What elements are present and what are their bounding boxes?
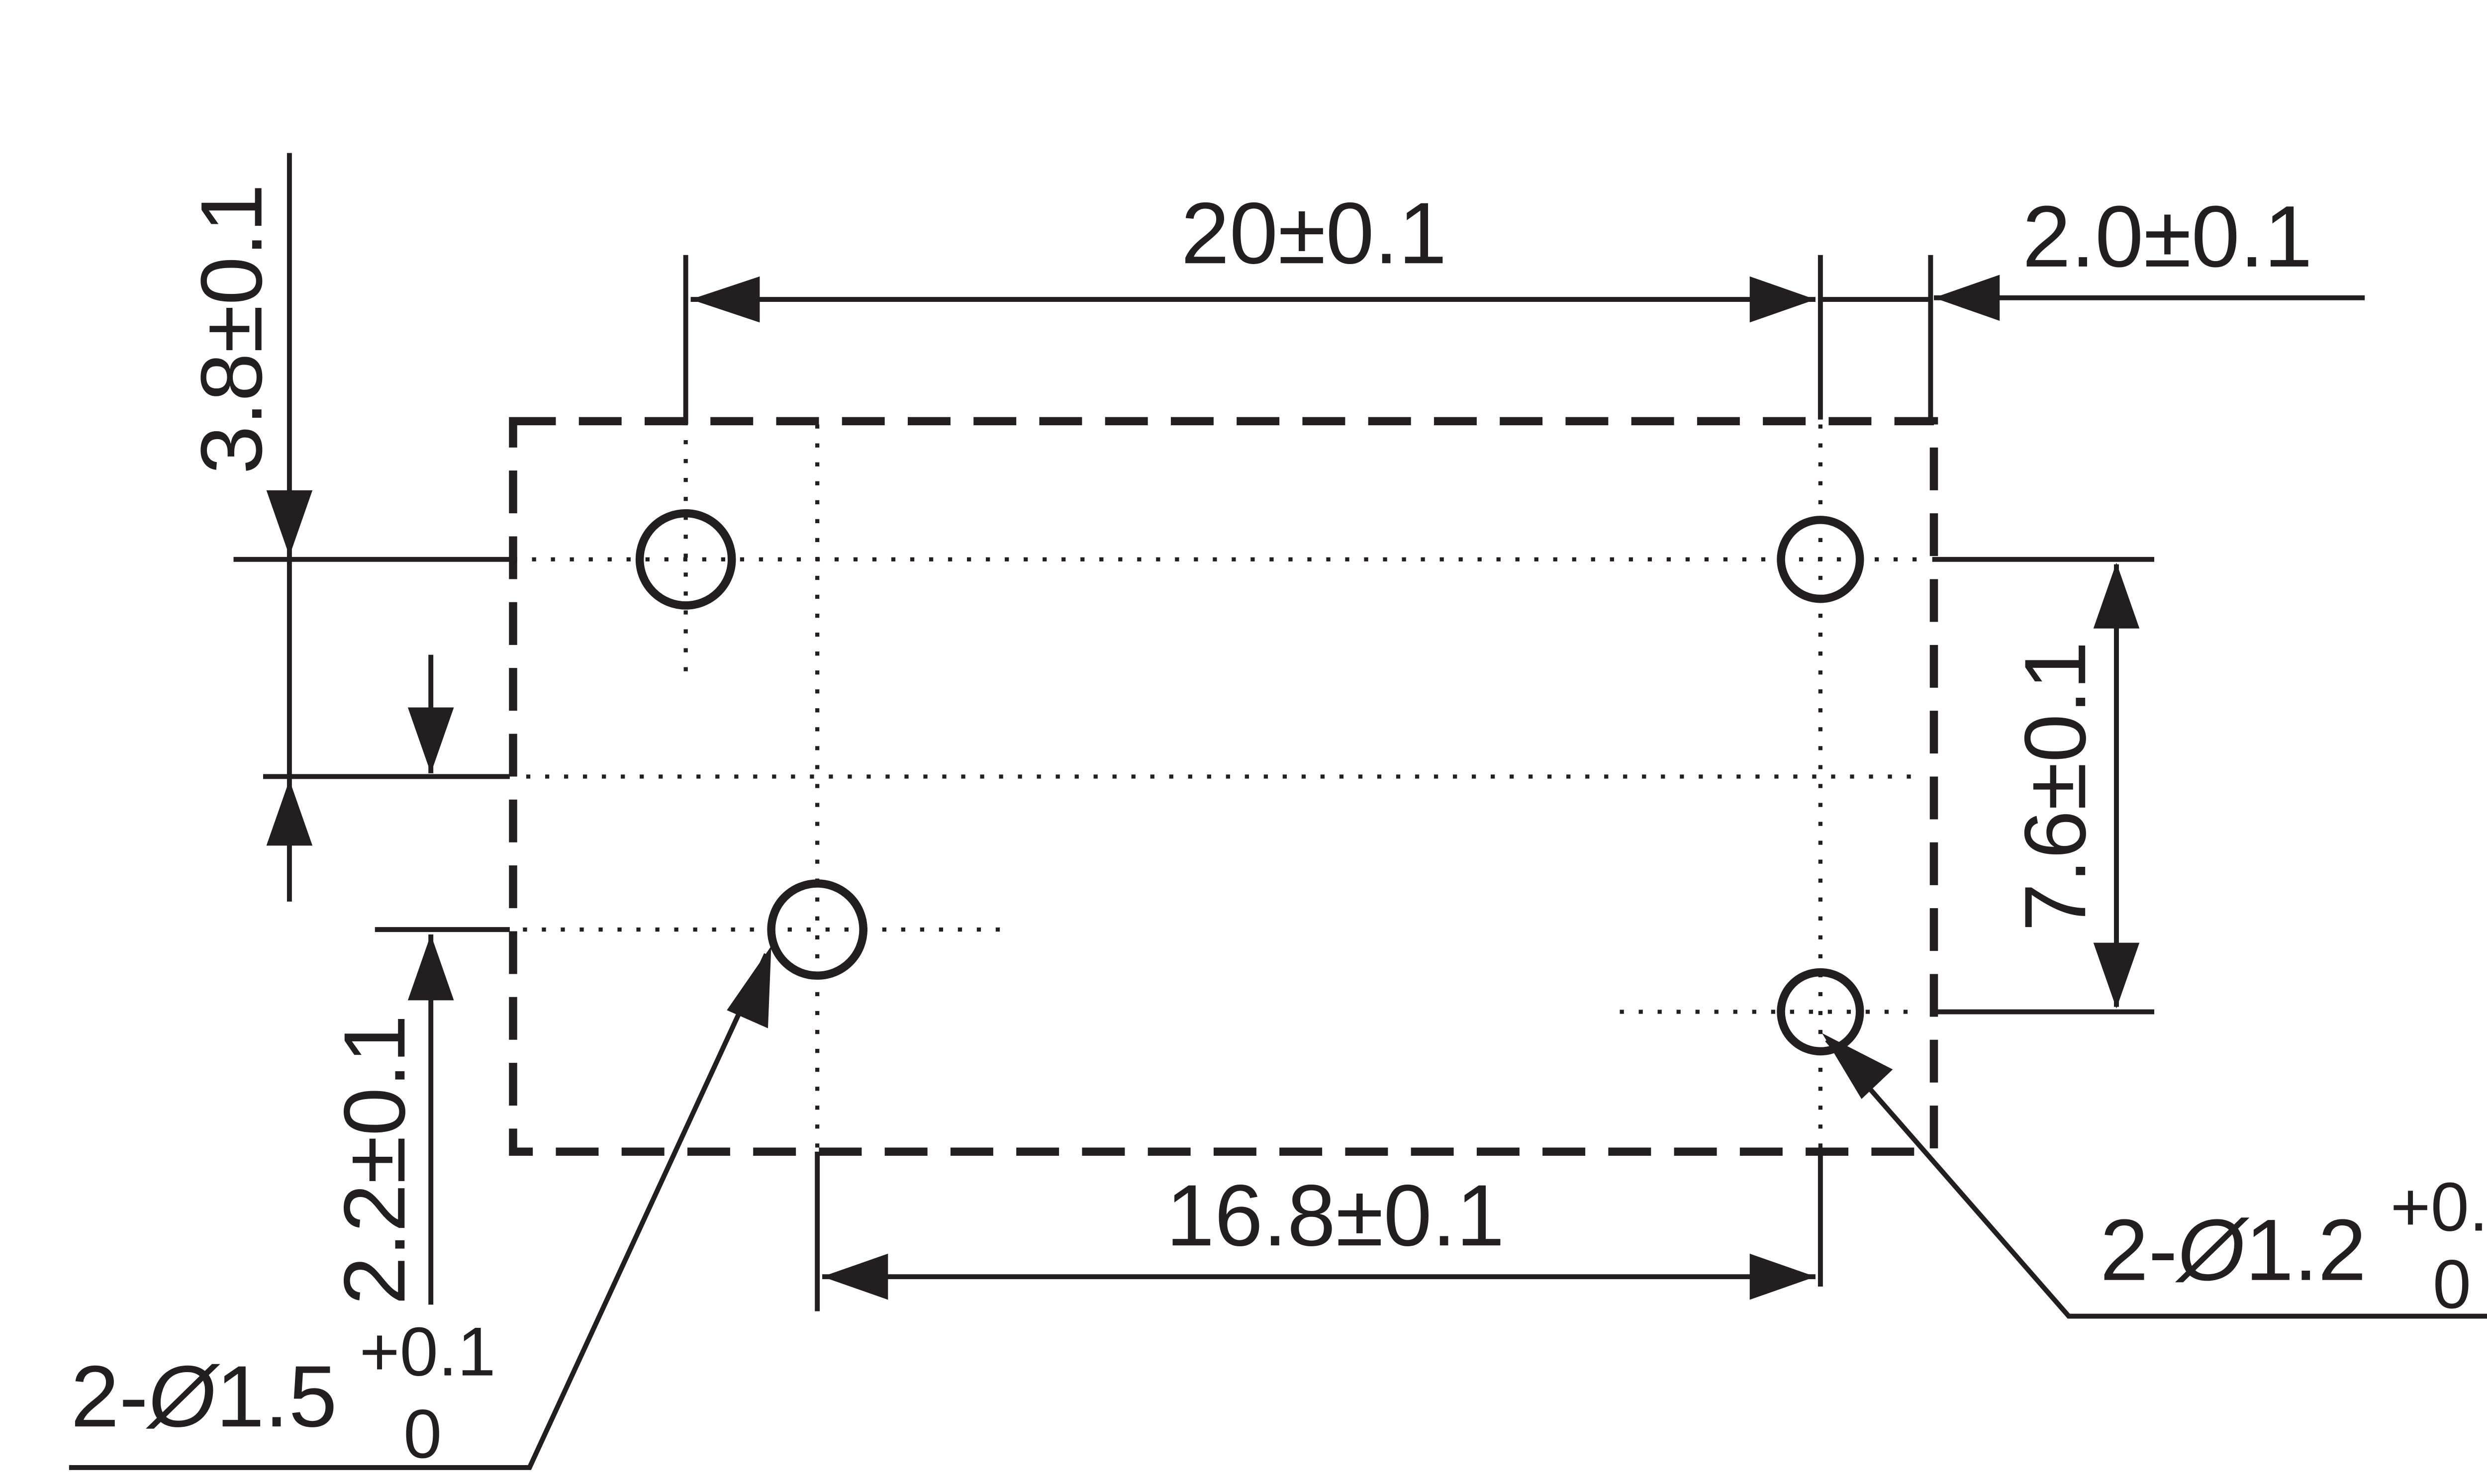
dim-label-2-0: 2.0±0.1 — [2022, 188, 2312, 285]
dim-label-3-8: 3.8±0.1 — [183, 184, 281, 474]
arrowhead — [266, 490, 313, 556]
callout-tolerance-lower: 0 — [403, 1395, 442, 1473]
arrowhead — [1749, 276, 1816, 323]
svg-text:2-Ø1.2: 2-Ø1.2 — [2100, 1202, 2367, 1299]
callout-large-hole: 2-Ø1.5 +0.1 0 — [71, 1313, 495, 1473]
arrowhead — [2093, 562, 2140, 629]
callout-tolerance-upper: +0.1 — [360, 1313, 496, 1391]
arrowhead — [822, 1253, 888, 1300]
dimension-lines — [287, 153, 2365, 1305]
arrowhead — [1822, 1033, 1893, 1099]
hole-top-right — [1777, 516, 1864, 603]
hole-top-left — [635, 509, 736, 610]
svg-text:2-Ø1.5: 2-Ø1.5 — [71, 1348, 337, 1445]
arrowhead — [1749, 1253, 1816, 1300]
dim-label-16-8: 16.8±0.1 — [1166, 1167, 1505, 1264]
callout-prefix: 2- — [71, 1348, 148, 1445]
leader-large-hole — [69, 953, 769, 1470]
hole-bottom-right — [1777, 968, 1864, 1056]
dim-label-7-6: 7.6±0.1 — [2007, 641, 2104, 931]
arrowhead — [407, 707, 454, 773]
extension-lines — [233, 255, 2155, 1311]
callout-prefix: 2- — [2100, 1202, 2178, 1299]
arrowhead — [2093, 942, 2140, 1009]
diameter-symbol: Ø — [2175, 1202, 2250, 1299]
arrowhead — [1934, 275, 2000, 321]
dim-label-20: 20±0.1 — [1181, 185, 1447, 282]
hole-bottom-left — [767, 879, 867, 980]
callout-tolerance-lower: 0 — [2433, 1246, 2471, 1323]
arrowheads — [266, 275, 2140, 1300]
callout-tolerance-upper: +0.1 — [2391, 1168, 2487, 1245]
arrowhead — [690, 276, 760, 323]
arrowhead — [407, 934, 454, 1001]
component-outline — [509, 417, 1938, 1156]
callout-diameter: 1.5 — [216, 1348, 337, 1445]
dim-label-2-2: 2.2±0.1 — [326, 1015, 423, 1305]
arrowhead — [266, 780, 313, 846]
callout-diameter: 1.2 — [2245, 1202, 2367, 1299]
arrowhead — [727, 946, 771, 1028]
callout-small-hole: 2-Ø1.2 +0.1 0 — [2100, 1168, 2487, 1323]
diameter-symbol: Ø — [146, 1348, 220, 1445]
leader-small-hole — [1825, 1038, 2487, 1319]
centerlines — [513, 421, 1924, 1149]
